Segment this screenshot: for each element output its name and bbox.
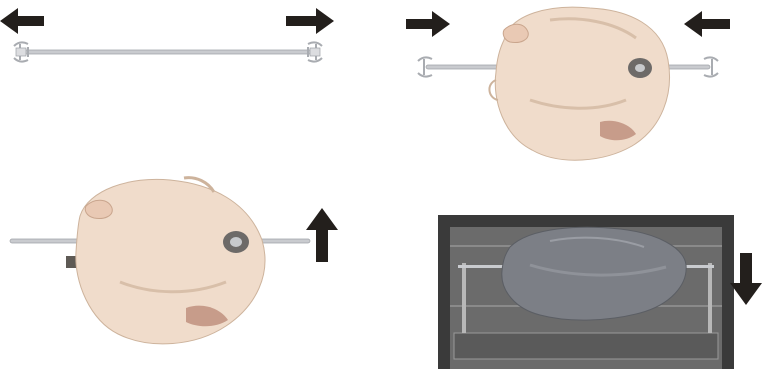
step-1-panel bbox=[0, 0, 380, 90]
arrow-left-icon bbox=[0, 8, 44, 34]
raw-chicken-image bbox=[76, 178, 265, 344]
step-2-panel bbox=[400, 0, 766, 170]
step-4-illustration bbox=[430, 205, 766, 369]
arrow-down-icon bbox=[730, 253, 762, 305]
raw-chicken-image bbox=[489, 7, 669, 160]
step-3-illustration bbox=[0, 170, 380, 369]
step-2-illustration bbox=[400, 0, 766, 170]
step-3-panel bbox=[0, 170, 380, 369]
rotisserie-spit-icon bbox=[14, 42, 322, 61]
arrow-left-icon bbox=[684, 11, 730, 37]
arrow-right-icon bbox=[406, 11, 450, 37]
step-1-illustration bbox=[0, 0, 380, 90]
arrow-up-icon bbox=[306, 208, 338, 262]
step-4-panel bbox=[430, 205, 766, 369]
roast-chicken-image bbox=[502, 227, 686, 320]
arrow-right-icon bbox=[286, 8, 334, 34]
